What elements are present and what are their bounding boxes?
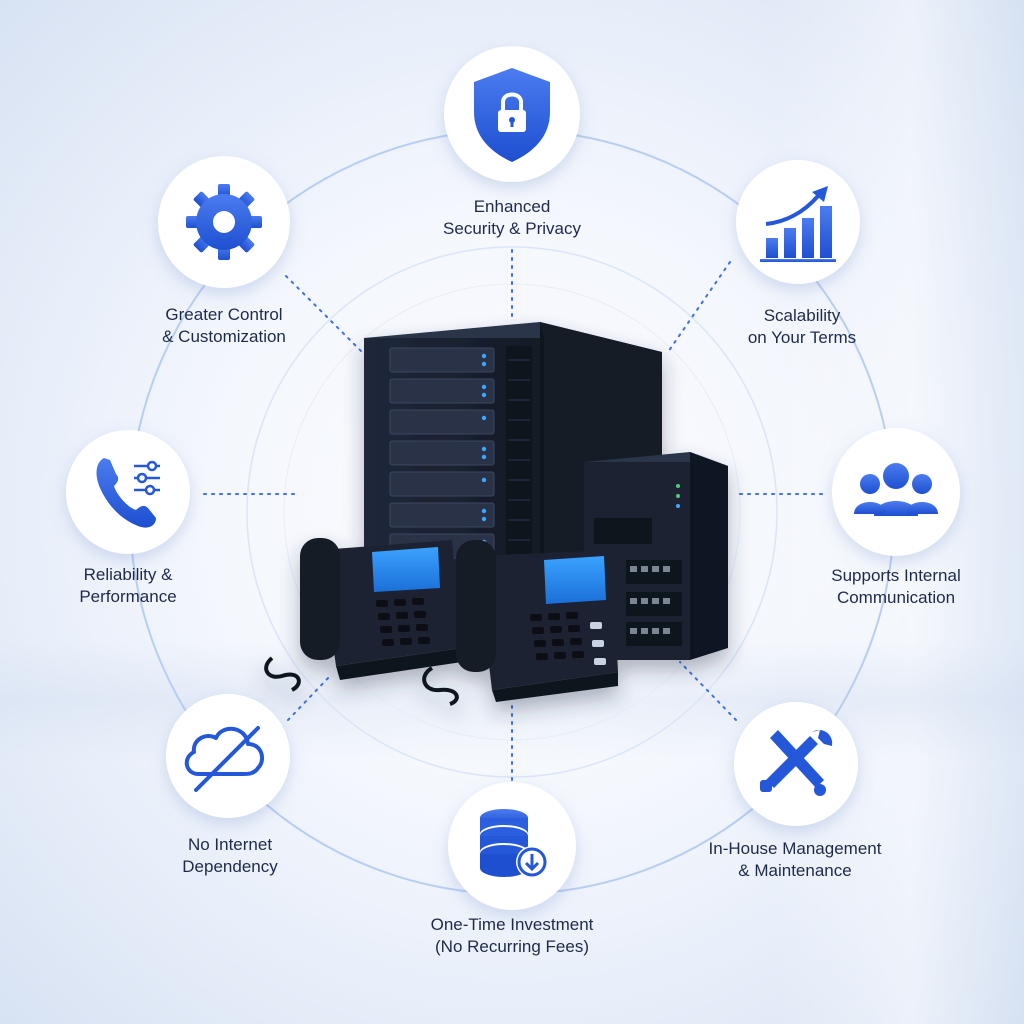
label-no-internet-line1: No Internet — [187, 835, 273, 854]
label-scalability: Scalability on Your Terms — [712, 305, 892, 349]
node-security — [444, 46, 580, 182]
rack-vents — [506, 346, 532, 558]
label-one-time-investment: One-Time Investment (No Recurring Fees) — [402, 914, 622, 958]
rack-units — [389, 347, 495, 559]
label-one-time-investment-line1: One-Time Investment — [430, 915, 594, 934]
label-scalability-line1: Scalability — [763, 306, 841, 325]
label-security-line1: Enhanced — [473, 197, 551, 216]
label-one-time-investment-line2: (No Recurring Fees) — [435, 937, 589, 956]
node-control — [158, 156, 290, 288]
shield-lock-icon — [474, 68, 550, 162]
node-scalability — [736, 160, 860, 284]
node-internal-communication — [832, 428, 960, 556]
label-reliability-line2: Performance — [79, 587, 177, 606]
label-internal-communication-line1: Supports Internal — [831, 566, 961, 585]
label-internal-communication-line2: Communication — [836, 588, 956, 607]
label-no-internet: No Internet Dependency — [140, 834, 320, 878]
connector-control — [285, 275, 363, 353]
connector-in-house-management — [679, 661, 737, 721]
label-scalability-line2: on Your Terms — [747, 328, 857, 347]
growth-chart-icon — [760, 186, 836, 262]
node-reliability-circle — [66, 430, 190, 554]
label-internal-communication: Supports Internal Communication — [806, 565, 986, 609]
label-control: Greater Control & Customization — [124, 304, 324, 348]
node-no-internet — [166, 694, 290, 818]
label-reliability-line1: Reliability & — [83, 565, 173, 584]
phone-settings-icon — [96, 458, 160, 528]
label-in-house-management: In-House Management & Maintenance — [690, 838, 900, 882]
label-reliability: Reliability & Performance — [38, 564, 218, 608]
ip-phone-right — [422, 540, 618, 706]
connector-scalability — [667, 261, 731, 353]
node-internal-communication-circle — [832, 428, 960, 556]
connector-no-internet — [287, 675, 331, 721]
ip-phone-left — [264, 538, 462, 692]
tools-icon — [760, 729, 833, 796]
cloud-off-icon — [184, 726, 265, 792]
node-scalability-circle — [736, 160, 860, 284]
label-control-line1: Greater Control — [165, 305, 283, 324]
connector-lines — [203, 249, 823, 789]
label-control-line2: & Customization — [162, 327, 286, 346]
node-in-house-management — [734, 702, 858, 826]
label-in-house-management-line1: In-House Management — [708, 839, 882, 858]
gear-icon — [186, 184, 262, 260]
people-group-icon — [854, 463, 938, 516]
pbx-equipment — [264, 322, 728, 706]
label-security-line2: Security & Privacy — [443, 219, 581, 238]
label-in-house-management-line2: & Maintenance — [738, 861, 852, 880]
database-download-icon — [480, 809, 548, 878]
label-no-internet-line2: Dependency — [182, 857, 278, 876]
node-reliability — [66, 430, 190, 554]
label-security: Enhanced Security & Privacy — [412, 196, 612, 240]
node-one-time-investment — [448, 782, 576, 910]
